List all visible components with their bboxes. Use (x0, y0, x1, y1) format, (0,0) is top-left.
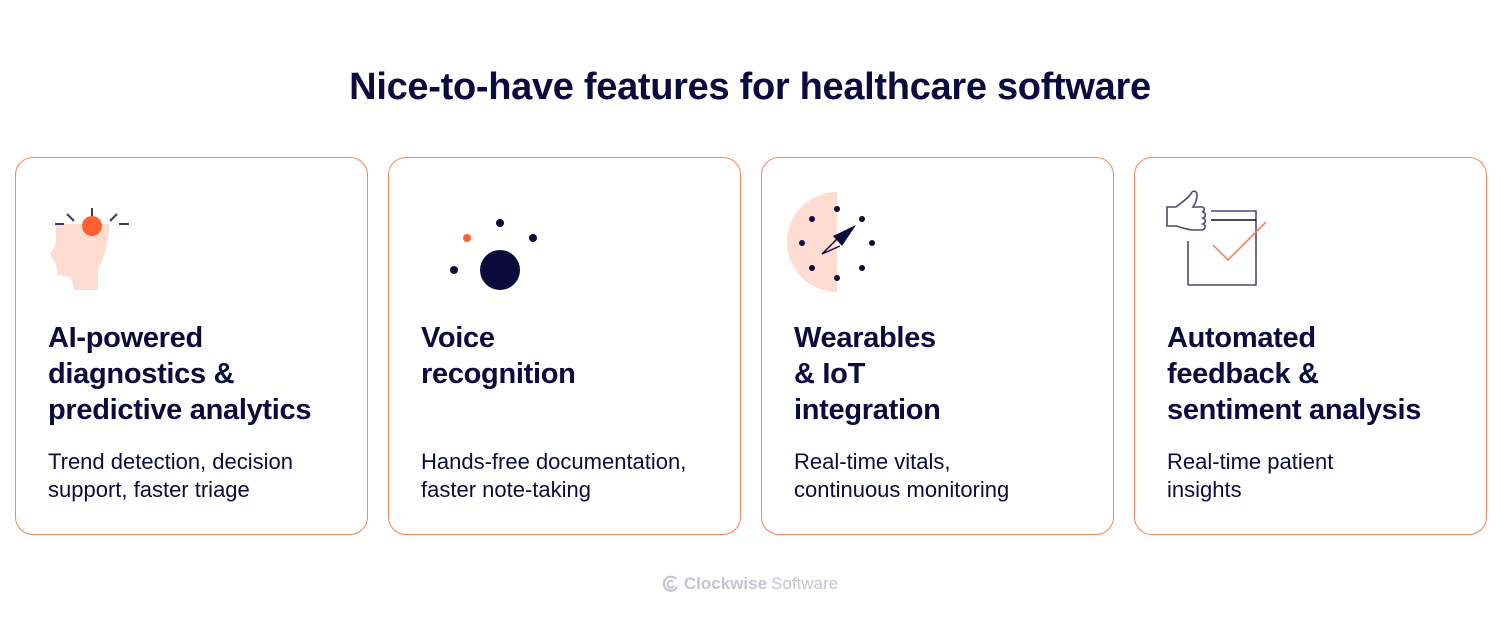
brand-name-light: Software (771, 574, 839, 593)
heading-line: integration (794, 394, 941, 426)
brand-footer: Clockwise Software (0, 574, 1500, 594)
card-heading: Voice recognition (421, 320, 731, 392)
heading-line: recognition (421, 358, 576, 390)
heading-line: diagnostics & (48, 358, 235, 390)
desc-line: Real-time vitals, (794, 449, 951, 474)
heading-line: sentiment analysis (1167, 394, 1422, 426)
desc-line: faster note-taking (421, 477, 591, 502)
feature-card-wearables-iot: Wearables & IoT integration Real-time vi… (761, 157, 1114, 535)
heading-line: feedback & (1167, 358, 1319, 390)
desc-line: continuous monitoring (794, 477, 1010, 502)
heading-line: predictive analytics (48, 394, 312, 426)
thumbs-up-checkbox-icon (1166, 190, 1267, 286)
head-lightbulb-icon (50, 208, 129, 290)
card-description: Trend detection, decision support, faste… (48, 448, 358, 504)
card-description: Real-time patient insights (1167, 448, 1477, 504)
desc-line: Real-time patient (1167, 449, 1334, 474)
compass-clock-icon (787, 192, 875, 292)
desc-line: Trend detection, decision (48, 449, 293, 474)
feature-card-feedback-sentiment: Automated feedback & sentiment analysis … (1134, 157, 1487, 535)
desc-line: support, faster triage (48, 477, 250, 502)
card-heading: Wearables & IoT integration (794, 320, 1104, 428)
desc-line: Hands-free documentation, (421, 449, 687, 474)
card-description: Real-time vitals, continuous monitoring (794, 448, 1104, 504)
heading-line: & IoT (794, 358, 865, 390)
voice-sound-dots-icon (450, 219, 537, 290)
heading-line: Automated (1167, 322, 1316, 354)
card-description: Hands-free documentation, faster note-ta… (421, 448, 731, 504)
desc-line: insights (1167, 477, 1242, 502)
heading-line: Wearables (794, 322, 936, 354)
brand-name-bold: Clockwise (683, 574, 768, 593)
heading-line: AI-powered (48, 322, 203, 354)
feature-card-ai-diagnostics: AI-powered diagnostics & predictive anal… (15, 157, 368, 535)
page-title: Nice-to-have features for healthcare sof… (349, 66, 1151, 108)
card-heading: Automated feedback & sentiment analysis (1167, 320, 1477, 428)
feature-card-voice-recognition: Voice recognition Hands-free documentati… (388, 157, 741, 535)
card-heading: AI-powered diagnostics & predictive anal… (48, 320, 358, 428)
clockwise-logo-icon (662, 575, 678, 592)
heading-line: Voice (421, 322, 495, 354)
